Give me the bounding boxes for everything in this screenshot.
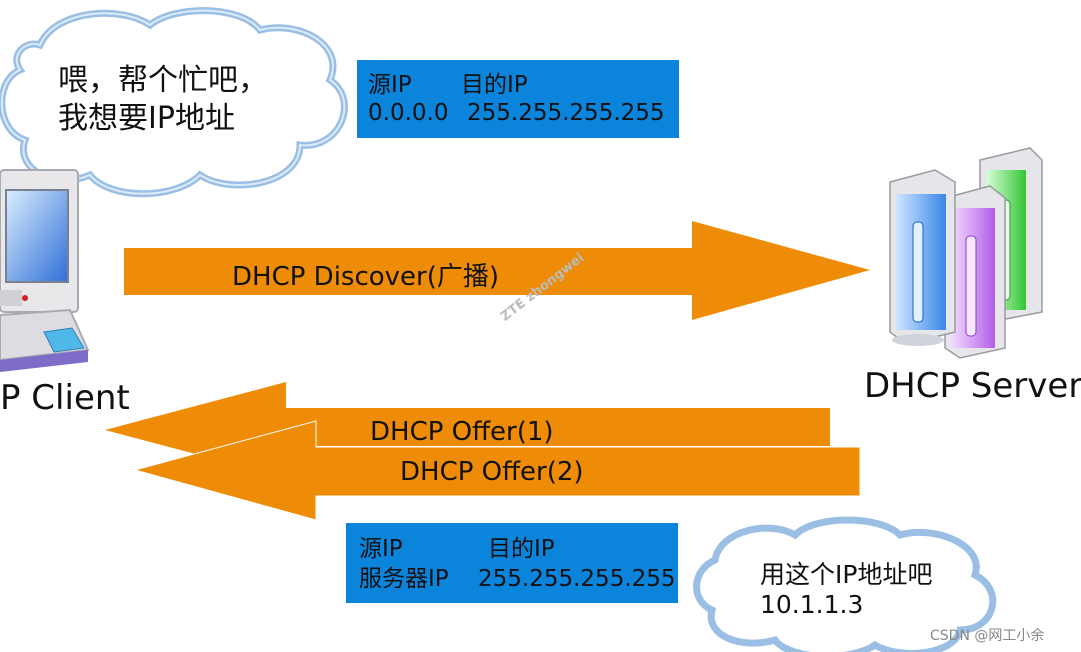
client-bubble-text: 喂，帮个忙吧， 我想要IP地址 bbox=[58, 62, 268, 138]
server-speech-cloud bbox=[693, 516, 997, 652]
discover-ip-box: 源IP 目的IP 0.0.0.0 255.255.255.255 bbox=[357, 60, 679, 138]
offer-arrow-2 bbox=[133, 420, 861, 521]
server-bubble-line2: 10.1.1.3 bbox=[760, 590, 864, 619]
client-speech-cloud bbox=[0, 7, 348, 198]
offer-arrow-1 bbox=[105, 382, 830, 478]
server-rack-icon bbox=[889, 147, 1043, 359]
source-credit: CSDN @网工小余 bbox=[930, 628, 1045, 644]
server-bubble-line1: 用这个IP地址吧 bbox=[760, 560, 933, 589]
discover-src-header: 源IP bbox=[368, 72, 412, 98]
discover-arrow-label: DHCP Discover(广播) bbox=[232, 262, 500, 292]
offer-dst-value: 255.255.255.255 bbox=[478, 566, 676, 592]
client-label: P Client bbox=[0, 378, 130, 418]
client-bubble-line2: 我想要IP地址 bbox=[58, 101, 235, 136]
offer-arrow-1-label: DHCP Offer(1) bbox=[370, 417, 554, 447]
server-label: DHCP Server bbox=[864, 366, 1081, 406]
discover-arrow bbox=[124, 221, 870, 320]
offer-dst-header: 目的IP bbox=[488, 536, 555, 562]
server-bubble-text: 用这个IP地址吧 10.1.1.3 bbox=[760, 560, 932, 620]
offer-arrow-2-label: DHCP Offer(2) bbox=[400, 457, 584, 487]
client-pc-icon bbox=[0, 169, 90, 372]
offer-src-header: 源IP bbox=[359, 536, 403, 562]
client-bubble-line1: 喂，帮个忙吧， bbox=[58, 63, 268, 98]
discover-dst-value: 255.255.255.255 bbox=[467, 100, 665, 126]
discover-src-value: 0.0.0.0 bbox=[368, 100, 449, 126]
offer-ip-box: 源IP 目的IP 服务器IP 255.255.255.255 bbox=[346, 523, 678, 603]
offer-src-value: 服务器IP bbox=[359, 566, 449, 592]
discover-dst-header: 目的IP bbox=[461, 72, 528, 98]
